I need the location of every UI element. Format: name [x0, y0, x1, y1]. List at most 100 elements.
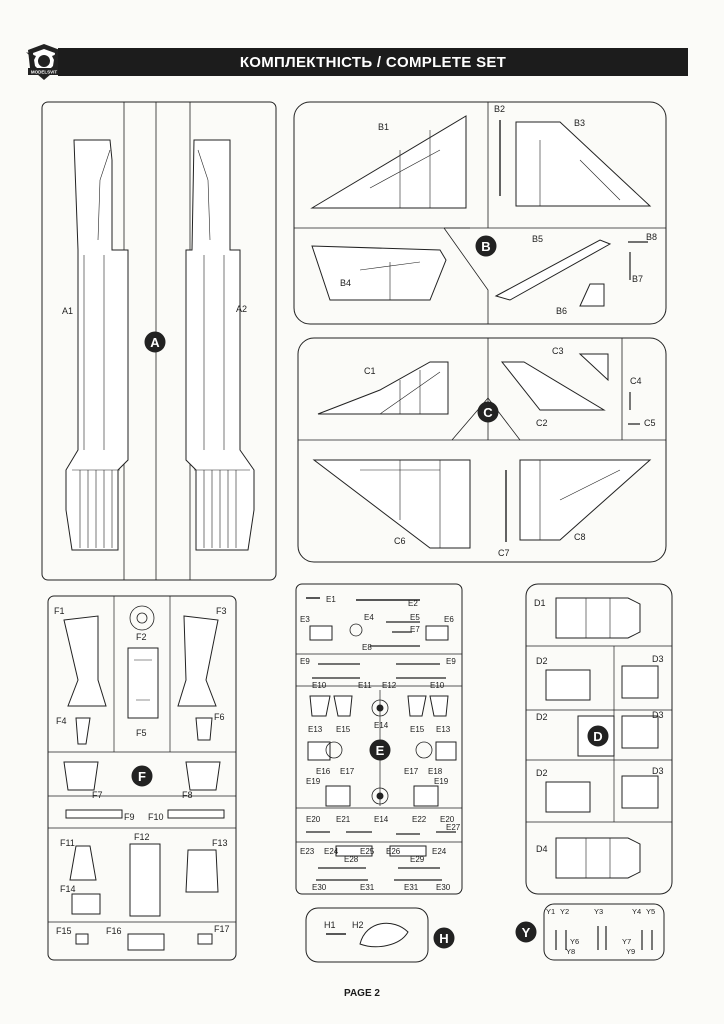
label-c7: C7 — [498, 548, 510, 558]
label-y8: Y8 — [566, 947, 575, 956]
label-d2-bottom: D2 — [536, 768, 548, 778]
sprue-a-frame — [41, 101, 277, 581]
sprue-h-frame — [305, 907, 429, 963]
part-c2-shape — [500, 361, 606, 411]
sprue-a: A1 A2 A — [41, 101, 277, 581]
label-f5: F5 — [136, 728, 147, 738]
label-b8: B8 — [646, 232, 657, 242]
part-b3-shape — [515, 121, 652, 207]
label-f1: F1 — [54, 606, 65, 616]
label-f9: F9 — [124, 812, 135, 822]
label-f4: F4 — [56, 716, 67, 726]
label-f15: F15 — [56, 926, 72, 936]
label-b3: B3 — [574, 118, 585, 128]
label-e20-right: E20 — [440, 815, 455, 824]
part-h2-shape — [359, 922, 409, 948]
label-b6: B6 — [556, 306, 567, 316]
sprue-d-letter: D — [593, 729, 602, 744]
label-e16: E16 — [316, 767, 331, 776]
label-e11: E11 — [358, 681, 372, 690]
sprue-d: D1 D2 D3 D2 D3 D2 D3 D4 D — [525, 583, 673, 895]
sprue-h: H1 H2 H — [305, 907, 455, 963]
label-c2: C2 — [536, 418, 548, 428]
label-f13: F13 — [212, 838, 228, 848]
label-e27: E27 — [446, 823, 461, 832]
label-c4: C4 — [630, 376, 642, 386]
label-d2-mid: D2 — [536, 712, 548, 722]
label-e19-right: E19 — [434, 777, 449, 786]
sprue-y-letter: Y — [522, 925, 531, 940]
sprue-y-badge — [515, 921, 537, 943]
label-e21: E21 — [336, 815, 351, 824]
label-c6: C6 — [394, 536, 406, 546]
label-d4: D4 — [536, 844, 548, 854]
sprue-y: Y1 Y2 Y3 Y4 Y5 Y6 Y7 Y8 Y9 Y — [515, 903, 665, 961]
label-c3: C3 — [552, 346, 564, 356]
label-f7: F7 — [92, 790, 103, 800]
sprue-f-frame — [47, 595, 237, 961]
label-d3-mid: D3 — [652, 710, 664, 720]
part-a1-shape — [65, 139, 129, 551]
label-e7: E7 — [410, 625, 420, 634]
label-e20-left: E20 — [306, 815, 321, 824]
part-b1-shape — [310, 115, 467, 209]
label-h1: H1 — [324, 920, 336, 930]
label-a2: A2 — [236, 304, 247, 314]
label-c1: C1 — [364, 366, 376, 376]
part-f14-shape — [71, 893, 101, 915]
part-f12-shape — [129, 843, 161, 917]
part-c8-shape — [519, 459, 652, 541]
label-y9: Y9 — [626, 947, 635, 956]
label-e26: E26 — [386, 847, 401, 856]
label-e5: E5 — [410, 613, 420, 622]
modelsvit-logo: MODELSVIT — [26, 44, 62, 80]
label-e15-right: E15 — [410, 725, 425, 734]
label-c5: C5 — [644, 418, 656, 428]
part-f3-shape — [177, 615, 219, 707]
label-e22: E22 — [412, 815, 427, 824]
label-e31-right: E31 — [404, 883, 419, 892]
label-e25: E25 — [360, 847, 375, 856]
sprue-a-badge — [144, 331, 166, 353]
label-e9-right: E9 — [446, 657, 456, 666]
label-e10-right: E10 — [430, 681, 445, 690]
sprue-d-frame — [525, 583, 673, 895]
label-e2: E2 — [408, 599, 418, 608]
part-f10-shape — [167, 809, 225, 819]
part-b4-shape — [311, 245, 447, 301]
label-d3-top: D3 — [652, 654, 664, 664]
label-e17-right: E17 — [404, 767, 419, 776]
label-f8: F8 — [182, 790, 193, 800]
sprue-f: F1 F2 F3 F4 F5 F6 F7 F8 F9 F10 F11 F12 F… — [47, 595, 237, 961]
sprue-e-frame — [295, 583, 463, 895]
label-e24-left: E24 — [324, 847, 339, 856]
sprue-e-letter: E — [376, 743, 385, 758]
label-y4: Y4 — [632, 907, 641, 916]
label-f2: F2 — [136, 632, 147, 642]
label-e18: E18 — [428, 767, 443, 776]
label-e6: E6 — [444, 615, 454, 624]
sprue-c-badge — [477, 401, 499, 423]
label-b1: B1 — [378, 122, 389, 132]
part-d1-shape — [555, 597, 641, 639]
label-e8: E8 — [362, 643, 372, 652]
label-f10: F10 — [148, 812, 164, 822]
label-e1: E1 — [326, 595, 336, 604]
part-f7-shape — [63, 761, 99, 791]
part-b6-shape — [579, 283, 605, 307]
part-c3-shape — [578, 353, 609, 382]
label-e14-bottom: E14 — [374, 815, 389, 824]
label-y1: Y1 — [546, 907, 555, 916]
sprue-h-badge — [433, 927, 455, 949]
label-e9-left: E9 — [300, 657, 310, 666]
sprue-c: C1 C2 C3 C4 C5 C6 C7 C8 C — [297, 337, 667, 563]
label-d1: D1 — [534, 598, 546, 608]
label-f6: F6 — [214, 712, 225, 722]
logo-text: MODELSVIT — [31, 70, 58, 75]
part-f9-shape — [65, 809, 123, 819]
label-b7: B7 — [632, 274, 643, 284]
label-y3: Y3 — [594, 907, 603, 916]
label-f11: F11 — [60, 838, 75, 848]
part-f11-shape — [69, 845, 97, 881]
label-e30-right: E30 — [436, 883, 451, 892]
